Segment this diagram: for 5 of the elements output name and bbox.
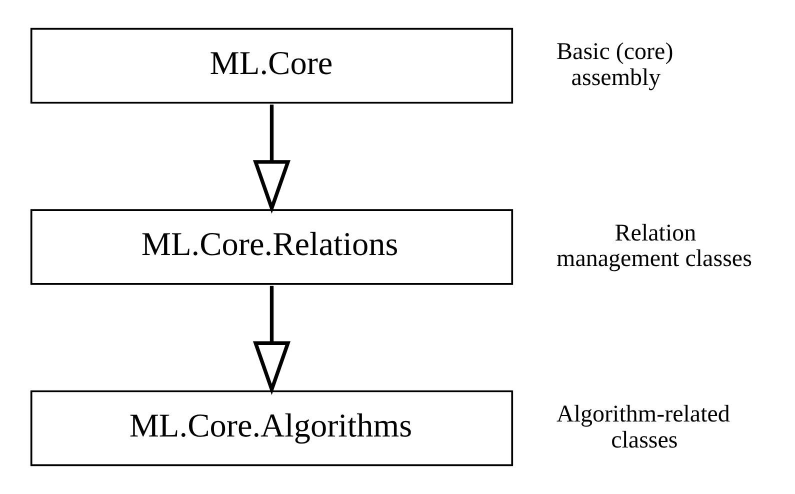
node-label: Basic (core) assembly (556, 39, 674, 92)
node-label: Algorithm-related classes (556, 402, 730, 454)
node-label: Relation management classes (556, 220, 752, 272)
arrow (252, 286, 291, 395)
arrow (252, 104, 291, 214)
